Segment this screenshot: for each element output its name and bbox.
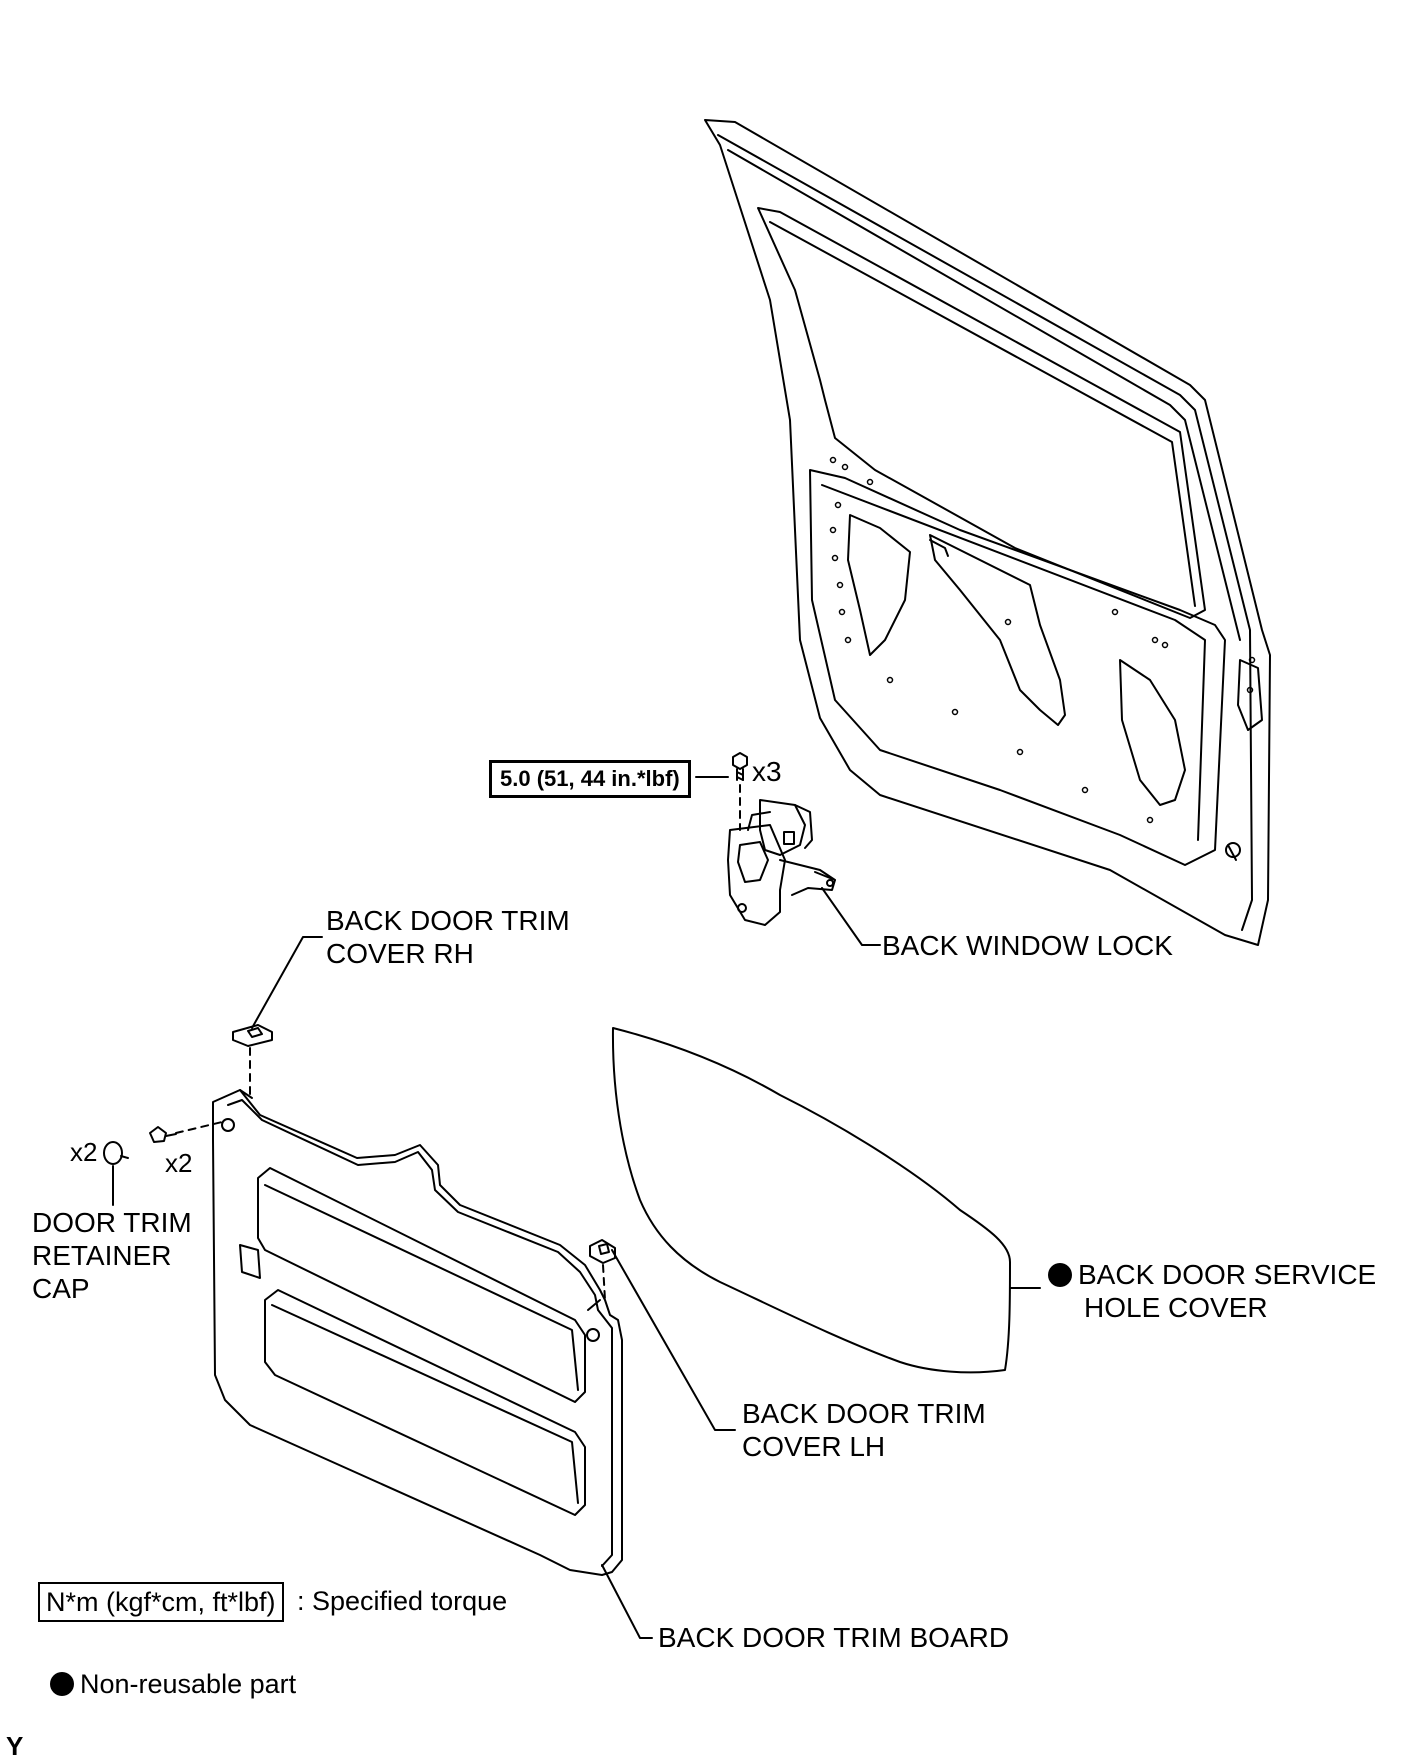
torque-spec-box: 5.0 (51, 44 in.*lbf) xyxy=(489,760,691,798)
service-cover-text1: BACK DOOR SERVICE xyxy=(1078,1259,1377,1290)
trim-cover-rh-leader xyxy=(251,936,323,1029)
trim-cover-lh-line2: COVER LH xyxy=(742,1431,886,1462)
retainer-cap-line3: CAP xyxy=(32,1273,90,1304)
non-reusable-marker xyxy=(1048,1263,1072,1287)
trim-cover-lh-line1: BACK DOOR TRIM xyxy=(742,1398,986,1429)
legend-torque-desc: : Specified torque xyxy=(297,1586,508,1616)
back-window-lock-label: BACK WINDOW LOCK xyxy=(882,930,1173,961)
trim-board-label: BACK DOOR TRIM BOARD xyxy=(658,1622,1010,1653)
trim-board-leader xyxy=(601,1564,653,1639)
back-door-panel xyxy=(704,119,1271,946)
retainer-cap-label: DOOR TRIM RETAINER CAP xyxy=(32,1206,192,1305)
corner-mark: Y xyxy=(6,1731,24,1761)
retainer-cap-line1: DOOR TRIM xyxy=(32,1207,192,1238)
trim-cover-lh-label: BACK DOOR TRIM COVER LH xyxy=(742,1397,986,1463)
cap-quantity: x2 xyxy=(70,1137,98,1167)
service-cover-line2: HOLE COVER xyxy=(1084,1292,1268,1323)
trim-cover-rh-label: BACK DOOR TRIM COVER RH xyxy=(326,904,570,970)
retainer-cap-line2: RETAINER xyxy=(32,1240,172,1271)
legend-torque-unit: N*m (kgf*cm, ft*lbf) xyxy=(38,1582,284,1622)
trim-cover-rh-line2: COVER RH xyxy=(326,938,474,969)
back-door-trim-board xyxy=(212,1089,623,1576)
back-window-lock-leader xyxy=(821,887,881,946)
back-door-service-hole-cover xyxy=(611,1027,1011,1374)
back-door-trim-cover-lh xyxy=(589,1239,616,1301)
trim-screw xyxy=(149,1121,223,1143)
service-cover-line1: BACK DOOR SERVICE xyxy=(1048,1258,1376,1291)
trim-cover-rh-line1: BACK DOOR TRIM xyxy=(326,905,570,936)
service-cover-label: BACK DOOR SERVICE HOLE COVER xyxy=(1048,1258,1376,1324)
door-trim-retainer-cap xyxy=(103,1141,129,1165)
lock-bolt xyxy=(732,752,748,831)
bolt-quantity: x3 xyxy=(752,756,782,787)
legend-non-reusable: Non-reusable part xyxy=(50,1668,296,1701)
legend-dot-icon xyxy=(50,1672,74,1696)
trim-cover-lh-leader xyxy=(611,1249,736,1431)
legend-non-reusable-text: Non-reusable part xyxy=(80,1669,297,1699)
back-window-lock xyxy=(727,799,836,926)
screw-quantity: x2 xyxy=(165,1148,193,1178)
back-door-trim-cover-rh xyxy=(232,1024,273,1099)
